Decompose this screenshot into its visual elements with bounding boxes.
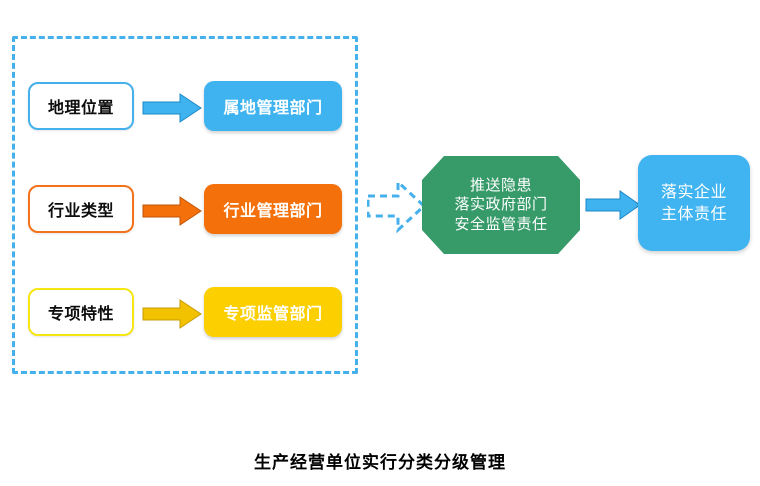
criterion-box-special[interactable]: 专项特性 (28, 288, 134, 336)
result-box-enterprise-responsibility[interactable]: 落实企业 主体责任 (638, 155, 750, 251)
process-octagon-label: 推送隐患 落实政府部门 安全监管责任 (422, 156, 580, 254)
process-octagon[interactable]: 推送隐患 落实政府部门 安全监管责任 (422, 156, 580, 254)
department-box-industry[interactable]: 行业管理部门 (204, 184, 342, 234)
department-label: 专项监管部门 (223, 304, 323, 323)
classification-criteria-group (12, 36, 358, 374)
department-label: 行业管理部门 (223, 201, 323, 220)
process-line-1: 推送隐患 (469, 175, 532, 194)
final-arrow (585, 188, 641, 222)
row-arrow-special (142, 297, 202, 331)
department-label: 属地管理部门 (223, 98, 323, 117)
criterion-box-industry[interactable]: 行业类型 (28, 185, 134, 233)
row-arrow-industry (142, 194, 202, 228)
diagram-caption: 生产经营单位实行分类分级管理 (254, 453, 506, 473)
department-box-territorial[interactable]: 属地管理部门 (204, 81, 342, 131)
criterion-label: 地理位置 (47, 98, 114, 117)
result-line-1: 落实企业 (660, 182, 727, 202)
result-line-2: 主体责任 (660, 204, 727, 223)
process-line-3: 安全监管责任 (454, 214, 548, 233)
criterion-label: 行业类型 (47, 201, 114, 220)
process-line-2: 落实政府部门 (454, 195, 548, 214)
row-arrow-geography (142, 91, 202, 125)
criterion-box-geography[interactable]: 地理位置 (28, 82, 134, 130)
criterion-label: 专项特性 (47, 304, 114, 323)
dashed-transition-arrow (367, 178, 427, 234)
department-box-special-supervision[interactable]: 专项监管部门 (204, 287, 342, 337)
